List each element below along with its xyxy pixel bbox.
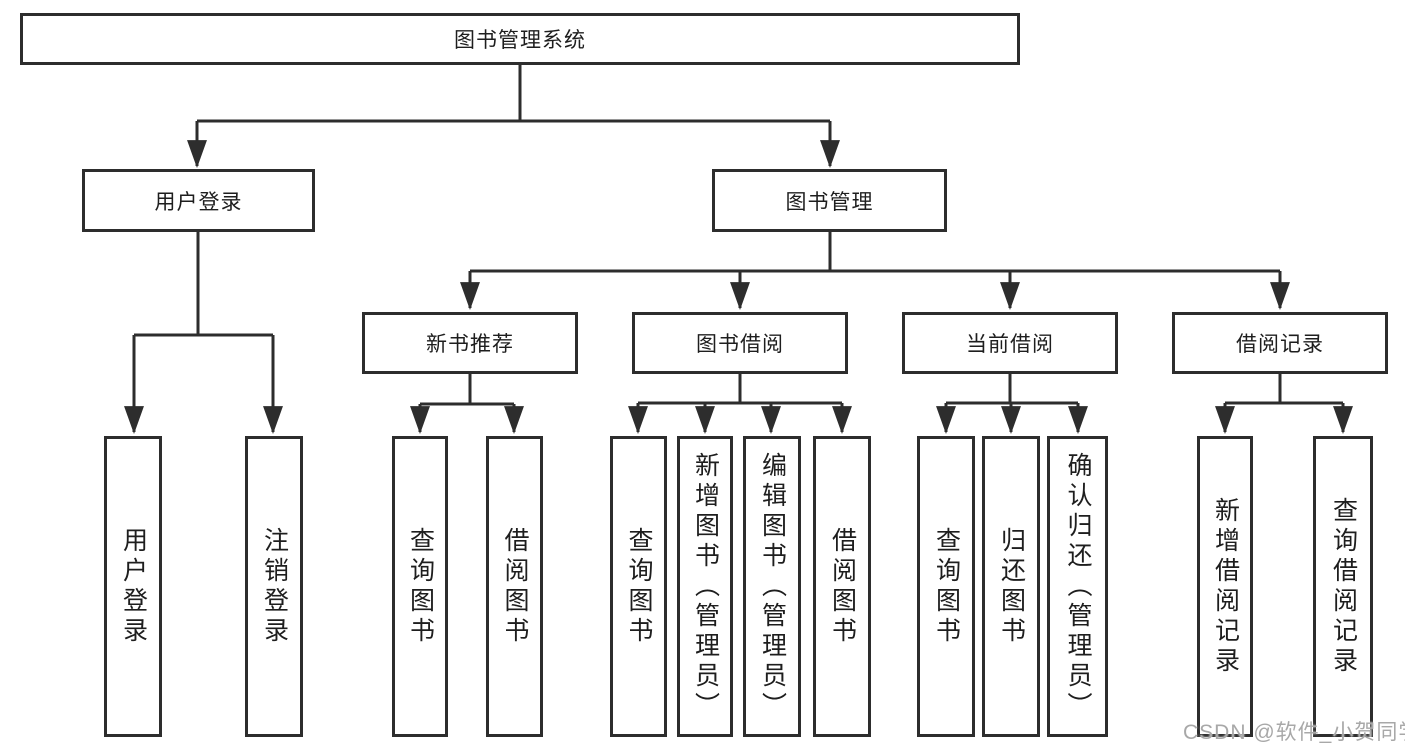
leaf-cb-return-books: 归还图书 xyxy=(982,436,1040,737)
leaf-bb-add-books-admin: 新增图书（管理员） xyxy=(677,436,733,737)
leaf-cb-confirm-return-admin: 确认归还（管理员） xyxy=(1047,436,1108,737)
leaf-logout: 注销登录 xyxy=(245,436,303,737)
leaf-bb-query-books: 查询图书 xyxy=(610,436,667,737)
leaf-nb-query-books: 查询图书 xyxy=(392,436,448,737)
connector-new-book xyxy=(420,374,514,406)
connector-current-borrow xyxy=(946,374,1078,405)
leaf-bb-edit-books-admin: 编辑图书（管理员） xyxy=(743,436,801,737)
node-current-borrow: 当前借阅 xyxy=(902,312,1118,374)
leaf-bb-borrow-books: 借阅图书 xyxy=(813,436,871,737)
watermark: CSDN @软件_小贺同学 xyxy=(1183,721,1405,744)
leaf-br-query-record: 查询借阅记录 xyxy=(1313,436,1373,737)
node-new-book-recommend: 新书推荐 xyxy=(362,312,578,374)
connector-book-borrow xyxy=(638,374,842,405)
leaf-nb-borrow-books: 借阅图书 xyxy=(486,436,543,737)
connector-user-login xyxy=(134,232,273,337)
leaf-user-login: 用户登录 xyxy=(104,436,162,737)
leaf-br-add-record: 新增借阅记录 xyxy=(1197,436,1253,737)
node-borrow-records: 借阅记录 xyxy=(1172,312,1388,374)
node-root: 图书管理系统 xyxy=(20,13,1020,65)
node-book-management: 图书管理 xyxy=(712,169,947,232)
node-book-borrow: 图书借阅 xyxy=(632,312,848,374)
node-user-login: 用户登录 xyxy=(82,169,315,232)
connector-root xyxy=(197,65,830,123)
connector-book-management xyxy=(470,232,1280,273)
connector-borrow-records xyxy=(1225,374,1343,405)
leaf-cb-query-books: 查询图书 xyxy=(917,436,975,737)
